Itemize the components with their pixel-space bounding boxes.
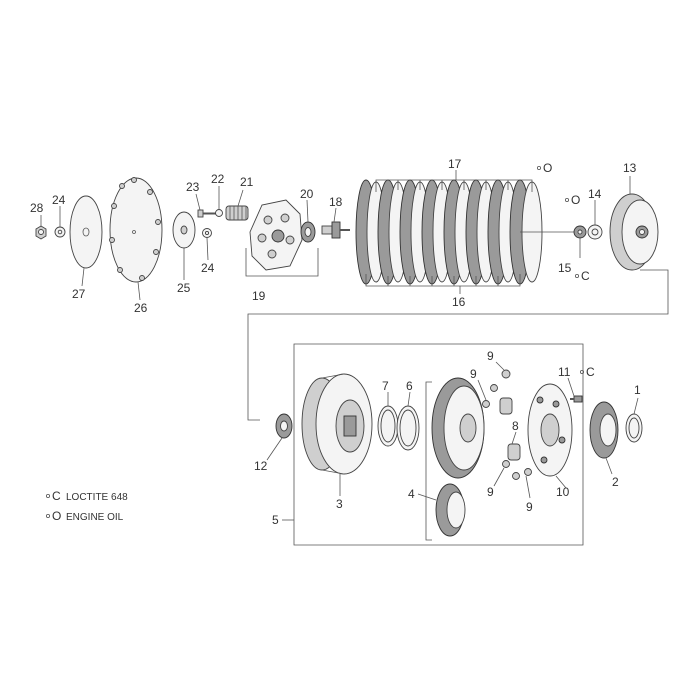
label-26: 26 <box>134 301 148 315</box>
part-4-gear-small <box>435 483 466 537</box>
label-28: 28 <box>30 201 44 215</box>
svg-text:C: C <box>581 269 590 283</box>
label-22: 22 <box>211 172 225 186</box>
svg-text:C: C <box>52 489 61 503</box>
label-9a: 9 <box>487 349 494 363</box>
label-12: 12 <box>254 459 268 473</box>
part-19-pressure-plate <box>249 199 303 271</box>
label-2: 2 <box>612 475 619 489</box>
label-17: 17 <box>448 157 462 171</box>
part-9-pins <box>482 369 532 480</box>
part-22-washer <box>215 209 223 217</box>
part-14-spacer <box>587 224 603 240</box>
part-23-bolt <box>197 209 216 218</box>
label-24a: 24 <box>52 193 66 207</box>
part-6-ring <box>396 405 420 451</box>
svg-text:O: O <box>571 193 580 207</box>
part-3-clutch-basket <box>301 373 373 475</box>
svg-text:C: C <box>586 365 595 379</box>
svg-text:O: O <box>543 161 552 175</box>
part-24-washer-left <box>54 226 66 238</box>
label-27: 27 <box>72 287 86 301</box>
label-6: 6 <box>406 379 413 393</box>
part-11-screw <box>570 395 583 403</box>
label-9c: 9 <box>487 485 494 499</box>
part-13-clutch-hub <box>609 193 659 271</box>
part-1-ring <box>625 413 643 443</box>
label-23: 23 <box>186 180 200 194</box>
part-24-washer-right <box>202 228 212 238</box>
label-3: 3 <box>336 497 343 511</box>
part-26-clutch-cover <box>109 177 163 283</box>
part-gear-large <box>431 377 485 479</box>
symbol-oil-14: O <box>565 193 580 207</box>
part-12-washer <box>275 413 293 439</box>
label-20: 20 <box>300 187 314 201</box>
label-5: 5 <box>272 513 279 527</box>
leader-lines <box>40 176 639 501</box>
part-8-springs <box>499 397 521 461</box>
label-19: 19 <box>252 289 266 303</box>
label-24b: 24 <box>201 261 215 275</box>
legend-loctite: C LOCTITE 648 <box>46 489 128 503</box>
part-18-pushrod <box>321 221 350 239</box>
label-25: 25 <box>177 281 191 295</box>
legend-oil: O ENGINE OIL <box>46 509 124 523</box>
svg-text:LOCTITE 648: LOCTITE 648 <box>66 492 128 503</box>
symbol-loctite-15: C <box>575 269 590 283</box>
label-16: 16 <box>452 295 466 309</box>
label-7: 7 <box>382 379 389 393</box>
label-9b: 9 <box>470 367 477 381</box>
svg-text:O: O <box>52 509 61 523</box>
clutch-plate-stack <box>355 179 543 285</box>
part-7-ring <box>377 405 399 447</box>
part-10-damper-plate <box>527 383 573 477</box>
label-21: 21 <box>240 175 254 189</box>
part-15-washer <box>573 225 587 239</box>
label-15: 15 <box>558 261 572 275</box>
label-13: 13 <box>623 161 637 175</box>
svg-text:ENGINE OIL: ENGINE OIL <box>66 512 124 523</box>
part-25-plate <box>172 211 196 249</box>
part-28-nut <box>35 225 47 240</box>
part-27-disc <box>69 195 103 269</box>
symbol-loctite-11: C <box>580 365 595 379</box>
part-20-bearing <box>300 221 316 243</box>
label-9d: 9 <box>526 500 533 514</box>
label-18: 18 <box>329 195 343 209</box>
label-10: 10 <box>556 485 570 499</box>
part-number-labels: 28 24 27 26 25 24 23 22 21 19 20 18 17 1… <box>30 157 641 527</box>
label-14: 14 <box>588 187 602 201</box>
label-11: 11 <box>558 365 571 379</box>
label-4: 4 <box>408 487 415 501</box>
label-8: 8 <box>512 419 519 433</box>
legend: C LOCTITE 648 O ENGINE OIL <box>46 489 128 523</box>
label-1: 1 <box>634 383 641 397</box>
part-21-springs <box>225 205 249 221</box>
part-2-gear <box>589 401 619 459</box>
symbol-oil-17: O <box>537 161 552 175</box>
